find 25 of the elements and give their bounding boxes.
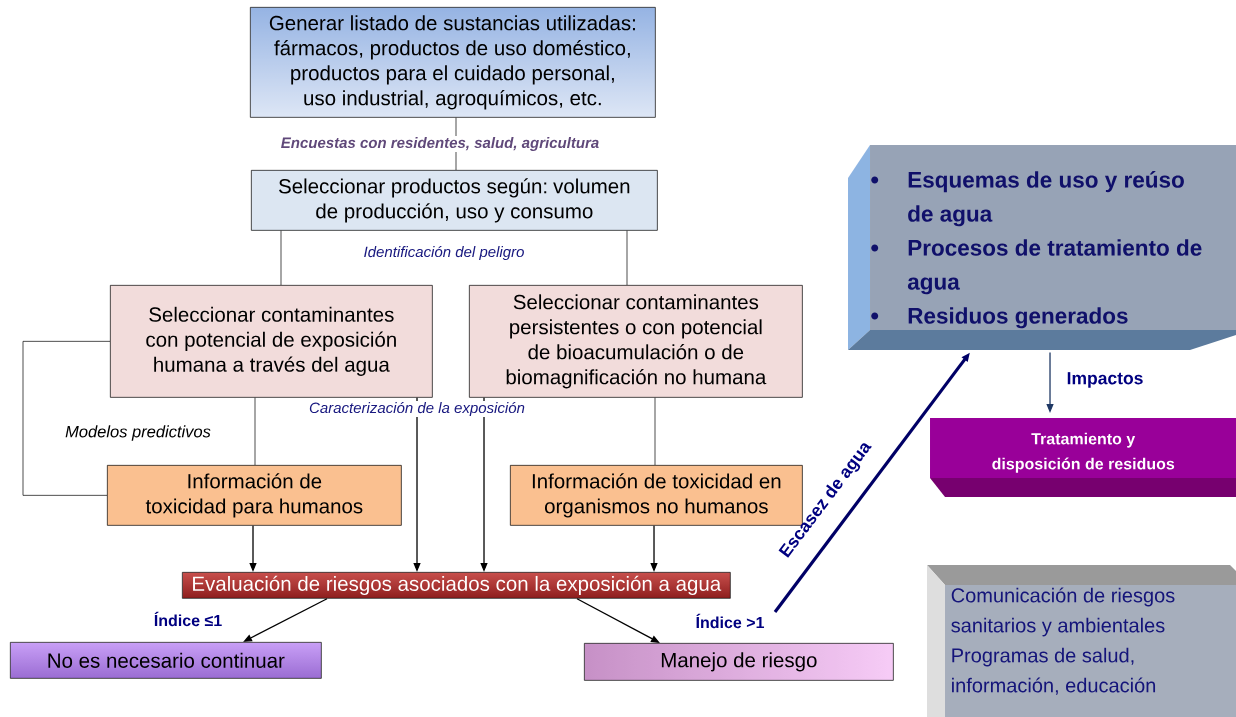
connector-line: [254, 397, 256, 466]
annotation-text: Identificación del peligro: [362, 244, 526, 262]
process-box: Seleccionar contaminantes persistentes o con potencial de bioacumulación o de biomagnificación no humana: [469, 285, 803, 398]
process-box: Seleccionar contaminantes con potencial de exposición humana a través del agua: [110, 285, 433, 398]
result-bar: Evaluación de riesgos asociados con la exposición a agua: [182, 572, 731, 599]
connector-line: [22, 341, 111, 496]
outcome-box: Manejo de riesgo: [584, 643, 894, 681]
arrow: [243, 598, 328, 642]
outcome-box: No es necesario continuar: [10, 642, 322, 679]
connector-line: [280, 230, 282, 286]
process-box: Información de toxicidad para humanos: [107, 465, 402, 526]
annotation-text: Modelos predictivos: [65, 425, 211, 441]
connector-line: [654, 397, 656, 466]
edge-label: Impactos: [1067, 372, 1143, 388]
annotation-text: Índice >1: [696, 613, 764, 629]
connector-line: [626, 230, 628, 286]
note-panel: Comunicación de riesgos sanitarios y ambientales Programas de salud, información, educación: [927, 565, 1236, 717]
bullet-panel: Esquemas de uso y reúso de agua Procesos de tratamiento de agua Residuos generados: [848, 145, 1236, 350]
arrow: [576, 598, 660, 643]
edge-label: Encuestas con residentes, salud, agricultura: [279, 136, 601, 152]
annotation-text: Caracterización de la exposición: [308, 400, 526, 418]
edge-label: Índice ≤1: [154, 611, 222, 627]
process-box: Generar listado de sustancias utilizadas: fármacos, productos de uso doméstico, productos para el cuidado personal, uso industrial, agroquímicos, etc.: [250, 7, 656, 118]
process-box: Seleccionar productos según: volumen de producción, uso y consumo: [251, 170, 658, 231]
result-panel: Tratamiento y disposición de residuos: [930, 418, 1236, 497]
